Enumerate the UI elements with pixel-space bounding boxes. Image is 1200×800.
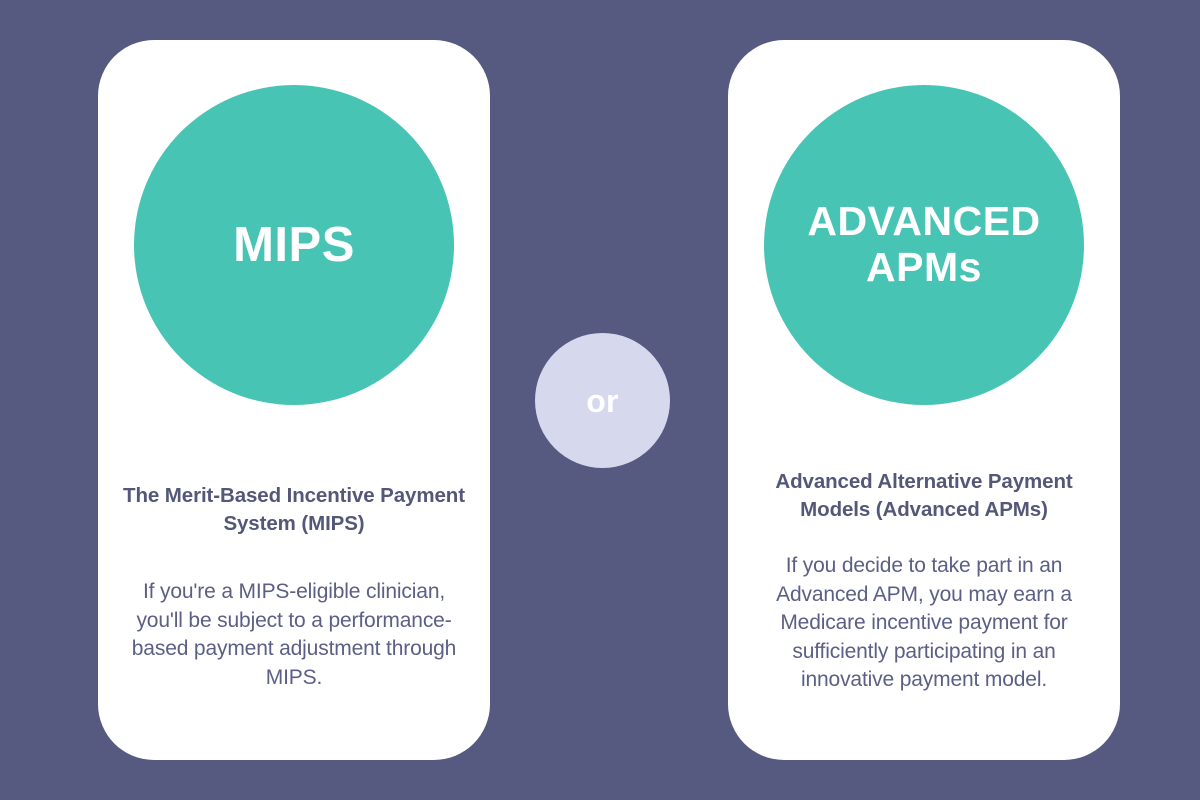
mips-text-block: The Merit-Based Incentive Payment System… (98, 438, 490, 692)
or-connector-badge: or (535, 333, 670, 468)
advanced-apms-circle-label: ADVANCED APMs (793, 198, 1054, 291)
advanced-apms-heading: Advanced Alternative Payment Models (Adv… (775, 470, 1073, 521)
advanced-apms-description: If you decide to take part in an Advance… (776, 554, 1072, 691)
advanced-apms-circle-label-line1: ADVANCED (807, 198, 1041, 245)
advanced-apms-text-block: Advanced Alternative Payment Models (Adv… (728, 438, 1120, 695)
mips-description: If you're a MIPS-eligible clinician, you… (131, 580, 457, 689)
or-connector-label: or (586, 382, 619, 419)
advanced-apms-circle-label-line2: APMs (866, 244, 982, 290)
mips-circle-label: MIPS (233, 217, 355, 272)
option-card-mips[interactable]: MIPS The Merit-Based Incentive Payment S… (98, 40, 490, 760)
mips-circle: MIPS (134, 85, 454, 405)
advanced-apms-circle: ADVANCED APMs (764, 85, 1084, 405)
option-card-advanced-apms[interactable]: ADVANCED APMs Advanced Alternative Payme… (728, 40, 1120, 760)
mips-heading: The Merit-Based Incentive Payment System… (123, 484, 465, 535)
